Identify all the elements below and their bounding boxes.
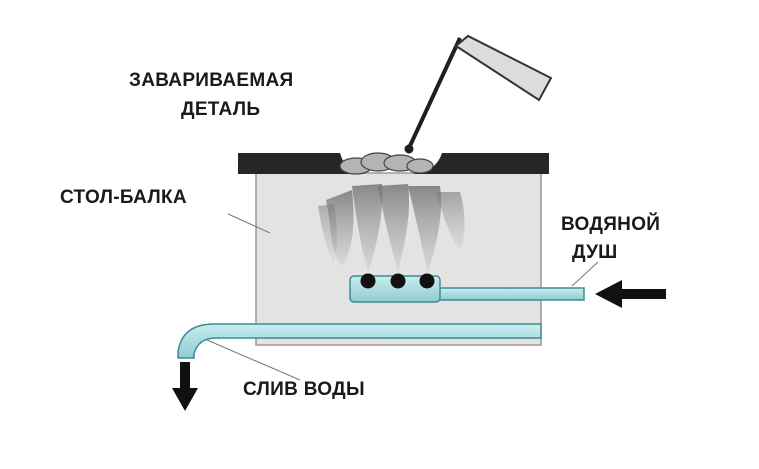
electrode-holder: [454, 34, 553, 102]
welding-electrode: [404, 34, 553, 154]
water-spray-plumes: [318, 184, 465, 272]
shower-nozzle: [390, 273, 406, 289]
label-workpiece-line1: ЗАВАРИВАЕМАЯ: [129, 70, 294, 91]
weld-bead: [339, 152, 434, 175]
label-workpiece-line2: ДЕТАЛЬ: [181, 99, 261, 120]
water-shower-pipe: [349, 273, 585, 303]
shower-nozzle: [419, 273, 435, 289]
label-water-drain: СЛИВ ВОДЫ: [243, 379, 365, 400]
label-table-beam: СТОЛ-БАЛКА: [60, 187, 187, 208]
label-water-shower-line1: ВОДЯНОЙ: [561, 214, 661, 235]
water-inflow-arrow: [595, 280, 666, 308]
water-drain-pipe: [177, 323, 542, 359]
water-drain-arrow: [172, 362, 198, 411]
leader-lines: [206, 213, 599, 381]
label-water-shower-line2: ДУШ: [572, 242, 618, 263]
shower-nozzle: [360, 273, 376, 289]
workpiece-plate: [238, 153, 549, 174]
